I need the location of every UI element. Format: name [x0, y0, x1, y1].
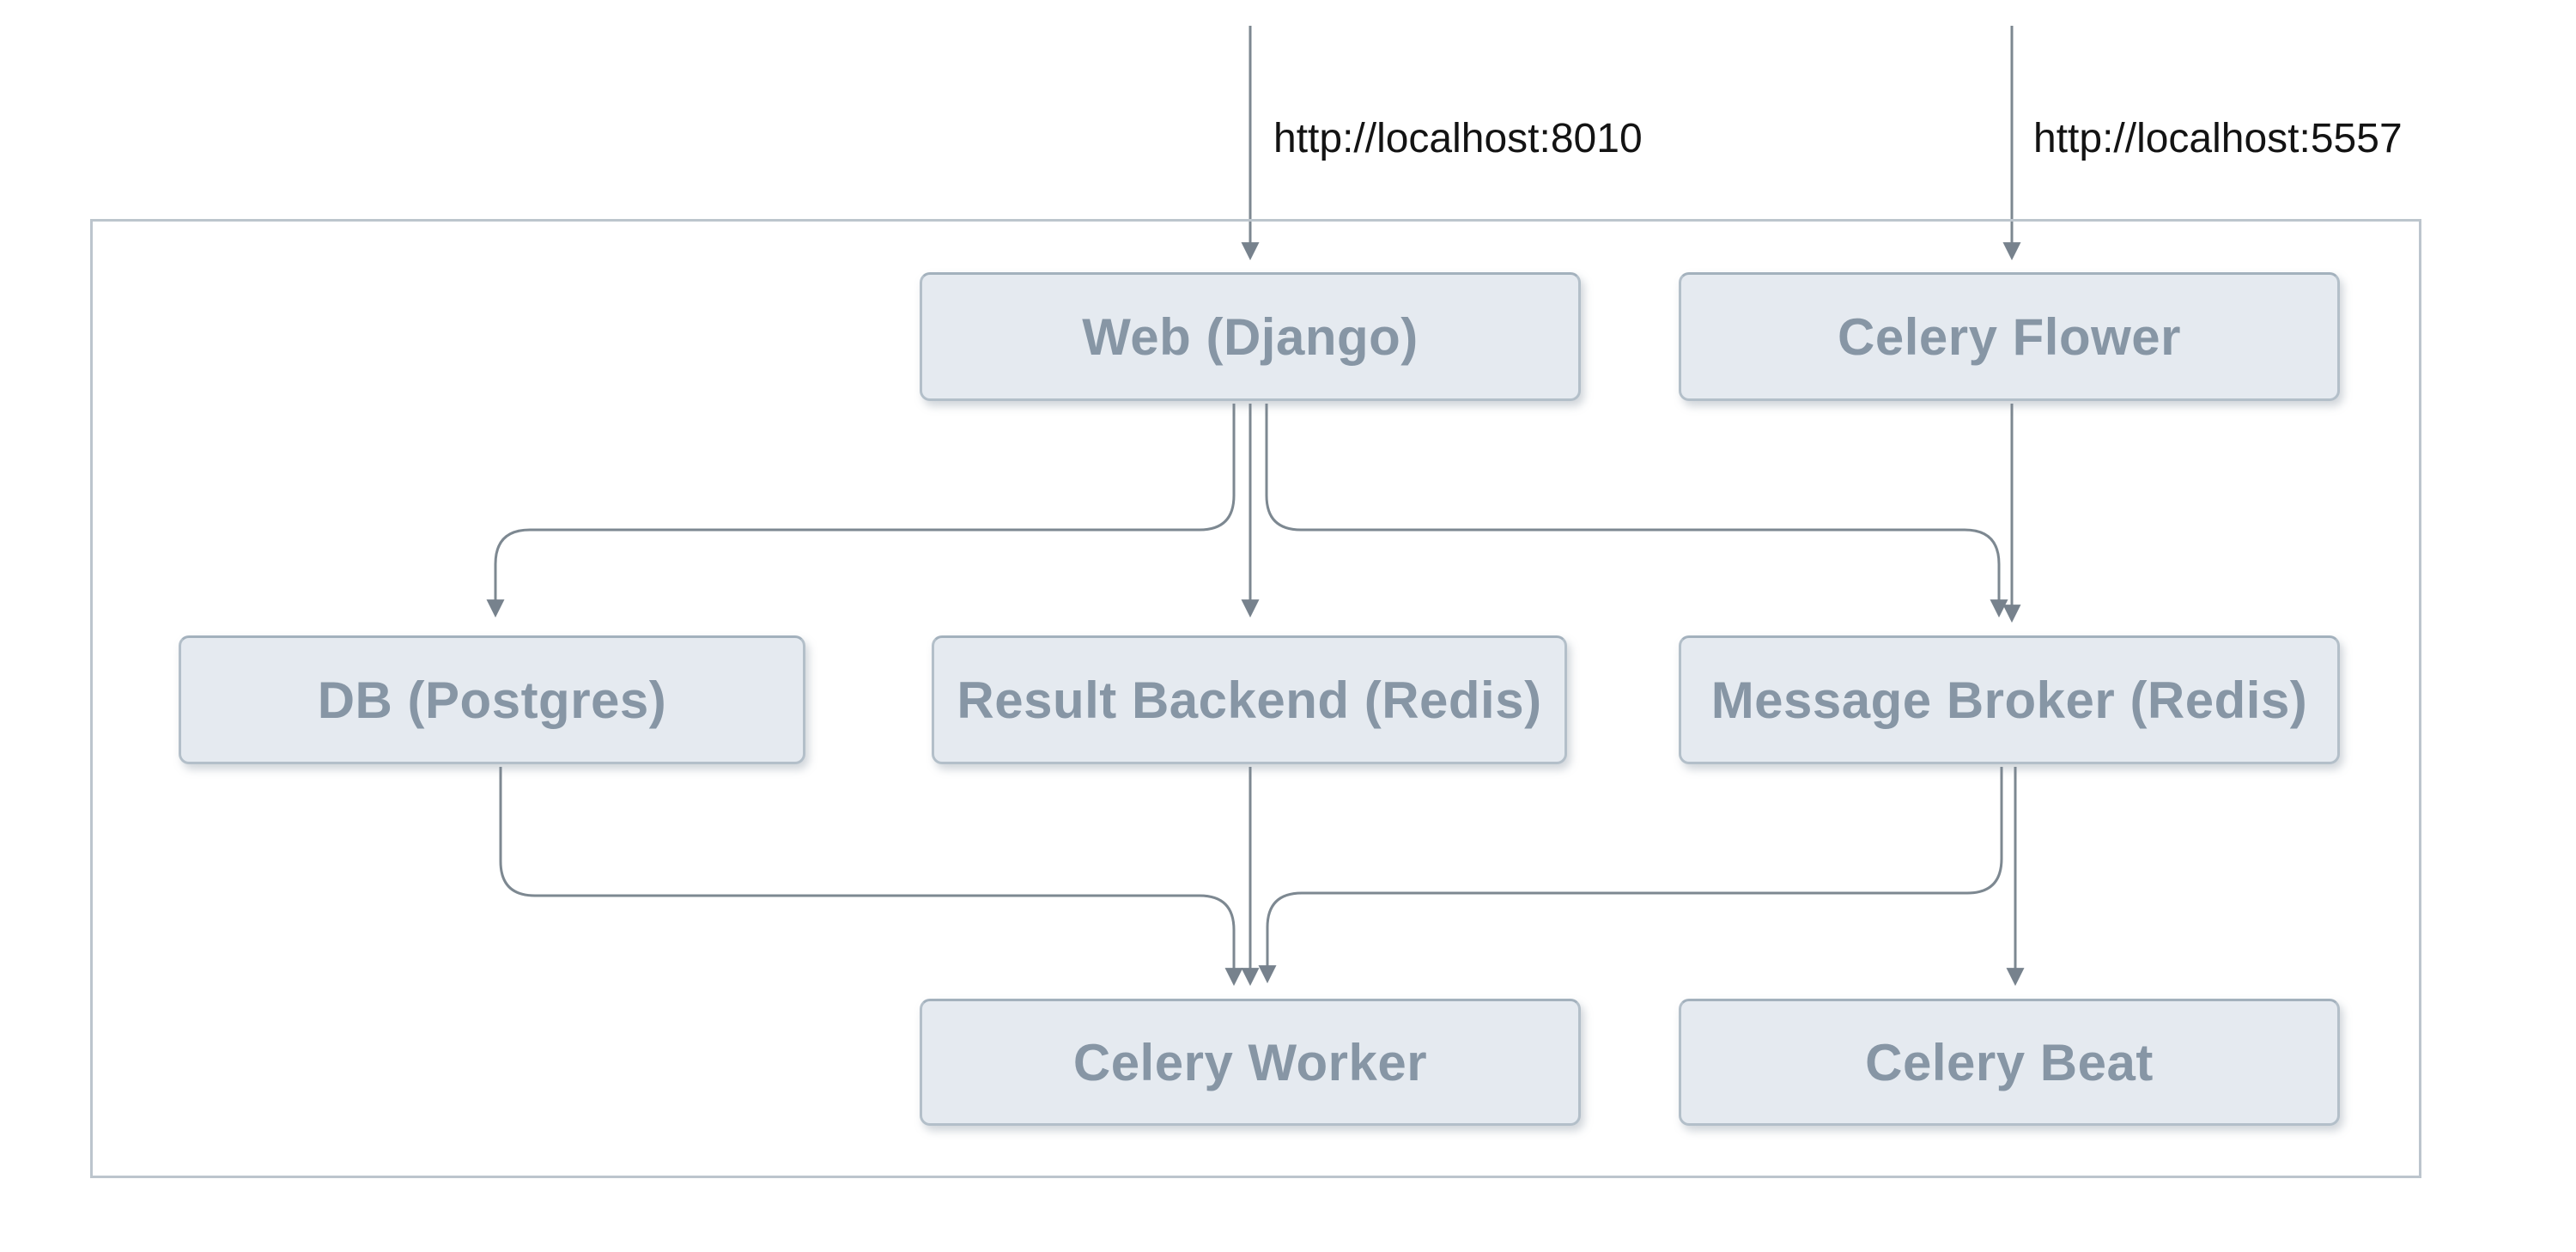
edge-label-localhost-8010: http://localhost:8010 [1273, 116, 1643, 161]
docker-compose-subgraph-container [90, 219, 2421, 1178]
node-db-postgres: DB (Postgres) [179, 635, 805, 764]
edge-web-to-message-broker [1265, 404, 2008, 618]
node-result-backend-redis: Result Backend (Redis) [932, 635, 1567, 764]
node-celery-flower: Celery Flower [1679, 272, 2340, 401]
node-db-postgres-label: DB (Postgres) [317, 671, 667, 729]
node-web-django: Web (Django) [920, 272, 1581, 401]
edge-db-to-celery-worker [499, 767, 1243, 987]
edge-label-localhost-5557: http://localhost:5557 [2033, 116, 2403, 161]
node-celery-worker-label: Celery Worker [1072, 1033, 1428, 1091]
node-celery-beat-label: Celery Beat [1865, 1033, 2154, 1091]
node-message-broker-redis-label: Message Broker (Redis) [1710, 671, 2308, 729]
edge-web-to-db [486, 404, 1236, 618]
node-web-django-label: Web (Django) [1082, 307, 1419, 366]
node-celery-flower-label: Celery Flower [1838, 307, 2181, 366]
node-celery-worker: Celery Worker [920, 999, 1581, 1126]
edge-message-broker-to-celery-worker [1258, 767, 2003, 984]
node-celery-beat: Celery Beat [1679, 999, 2340, 1126]
node-message-broker-redis: Message Broker (Redis) [1679, 635, 2340, 764]
node-result-backend-redis-label: Result Backend (Redis) [957, 671, 1542, 729]
